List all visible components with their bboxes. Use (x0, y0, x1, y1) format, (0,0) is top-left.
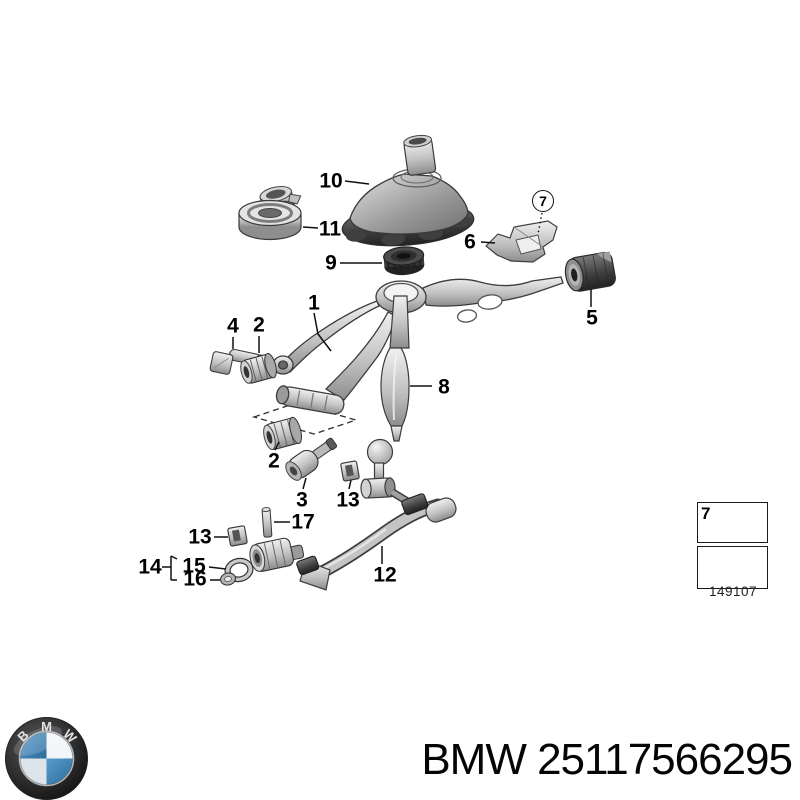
legend-arrow-cell (697, 546, 768, 589)
part-label-13-mid: 13 (336, 488, 360, 512)
part-8-gearshift-lever (360, 295, 413, 507)
part-5-bushing (564, 251, 616, 292)
part-label-5: 5 (586, 306, 598, 330)
part-label-3: 3 (296, 488, 308, 512)
part-3-bolt (285, 437, 338, 481)
part-17-pin (261, 507, 273, 538)
part-2-upper-bush (240, 352, 277, 384)
part-12-selector-rod (296, 493, 457, 591)
part-label-15: 15 (182, 554, 206, 578)
part-label-1: 1 (308, 291, 320, 315)
part-label-17: 17 (291, 510, 315, 534)
part-13-clip-mid (340, 460, 360, 482)
part-14-sleeve (249, 537, 305, 572)
legend-item-number: 7 (701, 504, 711, 523)
part-2-lower-bush (263, 416, 302, 451)
legend-item-cell (697, 502, 768, 543)
part-10-shift-boot (341, 134, 475, 247)
legend-figure-number: 149107 (708, 584, 758, 599)
part-callout-7: 7 (532, 190, 554, 212)
part-label-2-lower: 2 (268, 449, 280, 473)
part-9-grommet (383, 246, 425, 276)
part-11-bearing (238, 186, 302, 241)
part-label-13-left: 13 (188, 525, 212, 549)
part-label-16: 16 (183, 567, 207, 591)
bmw-logo: B M W (5, 717, 88, 800)
bmw-logo-letter-m: M (41, 719, 52, 734)
part-label-10: 10 (319, 169, 343, 193)
part-13-clip-left (227, 525, 248, 547)
part-number-text: BMW 25117566295 (421, 735, 793, 784)
part-label-12: 12 (373, 563, 397, 587)
part-label-14: 14 (138, 555, 162, 579)
part-label-6: 6 (464, 230, 476, 254)
part-label-4: 4 (227, 314, 239, 338)
part-16-ring (220, 572, 236, 586)
part-label-2-upper: 2 (253, 313, 265, 337)
part-label-8: 8 (438, 375, 450, 399)
part-label-9: 9 (325, 251, 337, 275)
part-6-clamp-bracket (485, 220, 558, 263)
leader-lines (162, 180, 592, 581)
part-label-7: 7 (539, 193, 547, 209)
part-label-11: 11 (318, 217, 342, 241)
